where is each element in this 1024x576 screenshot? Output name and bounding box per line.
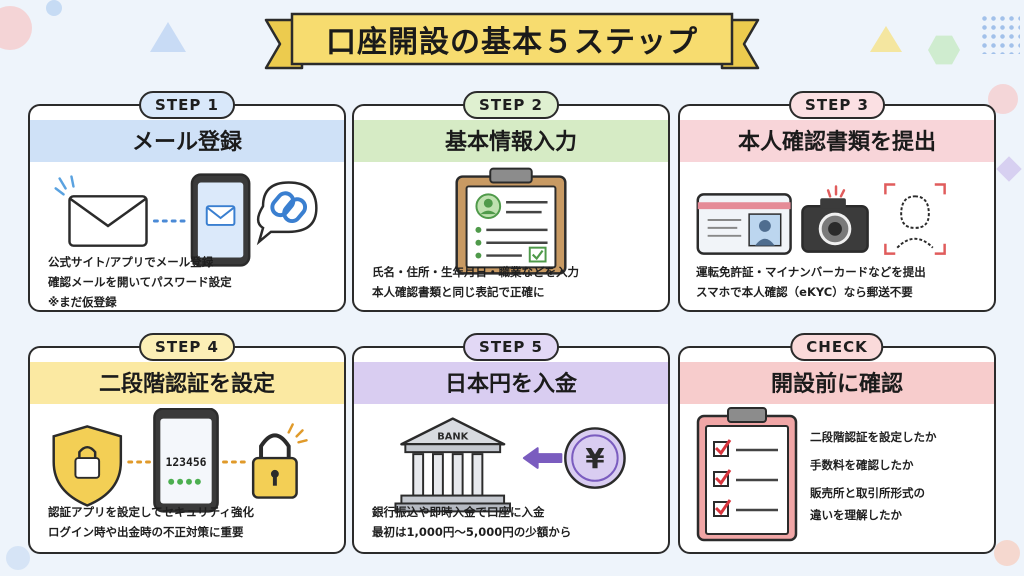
envelope-icon	[54, 175, 148, 247]
card-heading: 二段階認証を設定	[30, 362, 344, 404]
bg-decoration-dots	[980, 14, 1020, 54]
camera-icon	[801, 185, 869, 253]
check-card: CHECK 開設前に確認 二段階認証を設定したか 手数料を確認したか 販売所と取…	[678, 333, 996, 554]
bg-decoration-diamond	[996, 156, 1022, 182]
step-card-5: STEP 5 日本円を入金 BANK ¥ 銀行振込や即時入金で口座に入金 最初は…	[352, 333, 670, 554]
bg-decoration-circle	[46, 0, 62, 16]
description-line: ログイン時や出金時の不正対策に重要	[48, 525, 244, 539]
card-description: 銀行振込や即時入金で口座に入金 最初は1,000円～5,000円の少額から	[372, 502, 664, 542]
smartphone-mail-icon	[190, 173, 251, 267]
face-scan-icon	[884, 183, 946, 255]
description-line: 確認メールを開いてパスワード設定	[48, 275, 232, 289]
step-card-3: STEP 3 本人確認書類を提出 運転免許証・マイナンバーカードなどを提出 ス	[678, 91, 996, 312]
card-heading: 基本情報入力	[354, 120, 668, 162]
link-icon	[256, 181, 318, 246]
description-line: 運転免許証・マイナンバーカードなどを提出	[696, 265, 926, 279]
step-card-1: STEP 1 メール登録 公式サイト/アプリでメール登録 確認メールを開いてパス…	[28, 91, 346, 312]
step-pill: STEP 5	[463, 333, 559, 361]
check-item: 販売所と取引所形式の	[810, 486, 925, 500]
bg-decoration-circle	[6, 546, 30, 570]
description-line: 銀行振込や即時入金で口座に入金	[372, 505, 545, 519]
yen-symbol: ¥	[585, 442, 604, 475]
description-line: 最初は1,000円～5,000円の少額から	[372, 525, 572, 539]
card-description: 認証アプリを設定してセキュリティ強化 ログイン時や出金時の不正対策に重要	[48, 502, 340, 542]
card-description: 運転免許証・マイナンバーカードなどを提出 スマホで本人確認（eKYC）なら郵送不…	[696, 262, 988, 302]
bank-label: BANK	[437, 431, 468, 442]
bank-icon: BANK	[394, 417, 511, 513]
bg-decoration-triangle	[150, 22, 186, 52]
description-line: 本人確認書類と同じ表記で正確に	[372, 285, 545, 299]
step-pill: STEP 2	[463, 91, 559, 119]
bg-decoration-circle	[994, 540, 1020, 566]
padlock-icon	[251, 423, 308, 499]
shield-lock-icon	[52, 425, 123, 507]
smartphone-code-icon: 123456	[153, 408, 219, 513]
bg-decoration-triangle	[870, 26, 902, 52]
description-line: ※まだ仮登録	[48, 295, 117, 309]
page-title: 口座開設の基本５ステップ	[326, 25, 698, 60]
auth-code: 123456	[166, 455, 207, 469]
card-heading: 開設前に確認	[680, 362, 994, 404]
check-item: 二段階認証を設定したか	[810, 430, 937, 444]
description-line: スマホで本人確認（eKYC）なら郵送不要	[696, 285, 913, 299]
description-line: 公式サイト/アプリでメール登録	[48, 255, 214, 269]
step-pill: STEP 1	[139, 91, 235, 119]
step-card-2: STEP 2 基本情報入力 氏名・住所・生年月日・職業などを入力 本人確認書類と…	[352, 91, 670, 312]
card-heading: 本人確認書類を提出	[680, 120, 994, 162]
card-heading: 日本円を入金	[354, 362, 668, 404]
card-heading: メール登録	[30, 120, 344, 162]
check-pill: CHECK	[790, 333, 884, 361]
step-pill: STEP 3	[789, 91, 885, 119]
step-card-4: STEP 4 二段階認証を設定 123456 認証アプリを設定してセキュリティ強…	[28, 333, 346, 554]
checklist-clipboard-icon	[696, 407, 798, 542]
yen-coin-icon: ¥	[564, 427, 626, 489]
bg-decoration-circle	[0, 6, 32, 50]
clipboard-profile-icon	[455, 167, 567, 275]
title-banner: 口座開設の基本５ステップ	[262, 10, 762, 76]
description-line: 認証アプリを設定してセキュリティ強化	[48, 505, 254, 519]
id-card-icon	[696, 193, 792, 255]
card-description: 公式サイト/アプリでメール登録 確認メールを開いてパスワード設定 ※まだ仮登録	[48, 252, 340, 312]
description-line: 氏名・住所・生年月日・職業などを入力	[372, 265, 579, 279]
step-pill: STEP 4	[139, 333, 235, 361]
bg-decoration-hexagon	[928, 35, 960, 65]
card-description: 氏名・住所・生年月日・職業などを入力 本人確認書類と同じ表記で正確に	[372, 262, 664, 302]
arrow-left-icon	[522, 447, 563, 469]
check-item: 違いを理解したか	[810, 508, 902, 522]
check-item: 手数料を確認したか	[810, 458, 914, 472]
check-list: 二段階認証を設定したか 手数料を確認したか 販売所と取引所形式の 違いを理解した…	[810, 426, 990, 526]
